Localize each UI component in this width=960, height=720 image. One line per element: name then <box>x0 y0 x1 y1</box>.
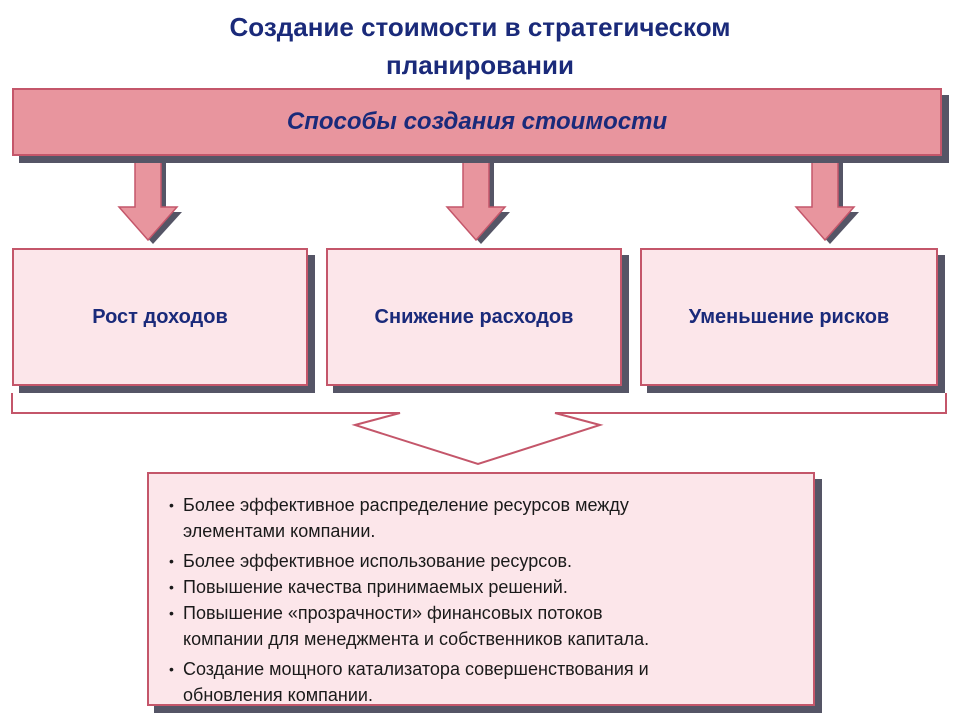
list-item-line: Повышение «прозрачности» финансовых пото… <box>183 603 603 623</box>
list-item-line: Создание мощного катализатора совершенст… <box>183 659 649 679</box>
bullet-icon: • <box>169 553 174 569</box>
list-item-line: Повышение качества принимаемых решений. <box>183 577 568 597</box>
list-item-line: Более эффективное использование ресурсов… <box>183 551 573 571</box>
method-box-cost-reduction: Снижение расходов <box>326 248 622 386</box>
method-box-risk-reduction: Уменьшение рисков <box>640 248 938 386</box>
bullet-icon: • <box>169 605 174 621</box>
bullet-icon: • <box>169 661 174 677</box>
slide-title-line-2: планировании <box>386 50 574 80</box>
method-box-revenue-growth: Рост доходов <box>12 248 308 386</box>
method-label: Рост доходов <box>92 305 228 328</box>
list-item-line: Более эффективное распределение ресурсов… <box>183 495 629 515</box>
methods-banner-label: Способы создания стоимости <box>286 108 668 135</box>
results-list: • Более эффективное распределение ресурс… <box>169 492 793 708</box>
bullet-icon: • <box>169 497 174 513</box>
methods-banner: Способы создания стоимости <box>12 88 942 156</box>
slide-title-line-1: Создание стоимости в стратегическом <box>229 12 731 42</box>
method-label: Уменьшение рисков <box>688 305 890 328</box>
list-item: • Повышение качества принимаемых решений… <box>169 574 793 600</box>
list-item: • Более эффективное использование ресурс… <box>169 548 793 574</box>
method-label: Снижение расходов <box>374 305 574 328</box>
list-item-line: обновления компании. <box>183 685 373 705</box>
list-item: • Более эффективное распределение ресурс… <box>169 492 793 544</box>
results-box: • Более эффективное распределение ресурс… <box>147 472 815 706</box>
slide-title: Создание стоимости в стратегическом план… <box>0 8 960 84</box>
list-item: • Создание мощного катализатора совершен… <box>169 656 793 708</box>
bracket-connector <box>11 393 947 466</box>
list-item-line: элементами компании. <box>183 521 376 541</box>
bullet-icon: • <box>169 579 174 595</box>
list-item-line: компании для менеджмента и собственников… <box>183 629 650 649</box>
list-item: • Повышение «прозрачности» финансовых по… <box>169 600 793 652</box>
